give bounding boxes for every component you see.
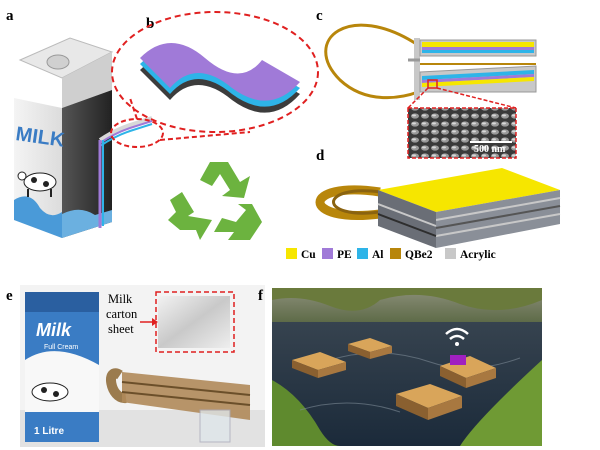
panel-label-c: c xyxy=(316,8,323,24)
legend-swatch-al xyxy=(357,248,368,259)
legend-label-al: Al xyxy=(372,249,384,261)
sem-connector-left xyxy=(407,87,429,109)
panel-label-a: a xyxy=(6,8,14,24)
legend-swatch-qbe2 xyxy=(390,248,401,259)
sem-connector-right xyxy=(436,87,517,109)
floating-device-2 xyxy=(348,338,392,359)
sem-scale-label: 500 nm xyxy=(474,144,506,155)
photo-e xyxy=(20,285,265,447)
legend-label-cu: Cu xyxy=(301,249,316,261)
device-schematic xyxy=(324,23,537,100)
recycle-icon xyxy=(168,162,262,240)
carton-brand-photo: Milk xyxy=(36,320,72,340)
panel-label-f: f xyxy=(258,288,264,304)
zoom-circle-large xyxy=(111,11,319,133)
legend-label-qbe2: QBe2 xyxy=(405,249,433,261)
milk-carton-illustration xyxy=(14,37,153,238)
stacked-device-3d xyxy=(315,168,561,248)
carton-sheet-highlight xyxy=(155,291,235,353)
legend-swatch-cu xyxy=(286,248,297,259)
legend-label-pe: PE xyxy=(337,249,352,261)
annotation-line-2: carton xyxy=(106,307,138,321)
floating-device-4 xyxy=(396,384,462,420)
river-scene xyxy=(272,288,542,446)
panel-label-d: d xyxy=(316,148,325,164)
annotation-line-1: Milk xyxy=(108,292,133,306)
laminate-sheet xyxy=(140,43,300,113)
panel-label-e: e xyxy=(6,288,13,304)
cow-icon xyxy=(17,171,57,197)
legend-label-acrylic: Acrylic xyxy=(460,249,496,261)
sem-image xyxy=(407,107,517,159)
panel-label-b: b xyxy=(146,16,154,32)
zoom-circle-small xyxy=(110,118,164,148)
zoom-connector-lower xyxy=(159,131,251,141)
carton-sub-photo: Full Cream xyxy=(44,344,78,351)
floating-device-3 xyxy=(440,355,496,388)
wifi-icon xyxy=(445,327,469,346)
zoom-connector-upper xyxy=(129,97,138,120)
annotation-line-3: sheet xyxy=(108,322,134,336)
legend-swatch-acrylic xyxy=(445,248,456,259)
carton-volume-photo: 1 Litre xyxy=(34,426,64,437)
floating-device-1 xyxy=(292,352,346,378)
legend-swatch-pe xyxy=(322,248,333,259)
legend: Cu PE Al QBe2 Acrylic xyxy=(286,248,496,261)
